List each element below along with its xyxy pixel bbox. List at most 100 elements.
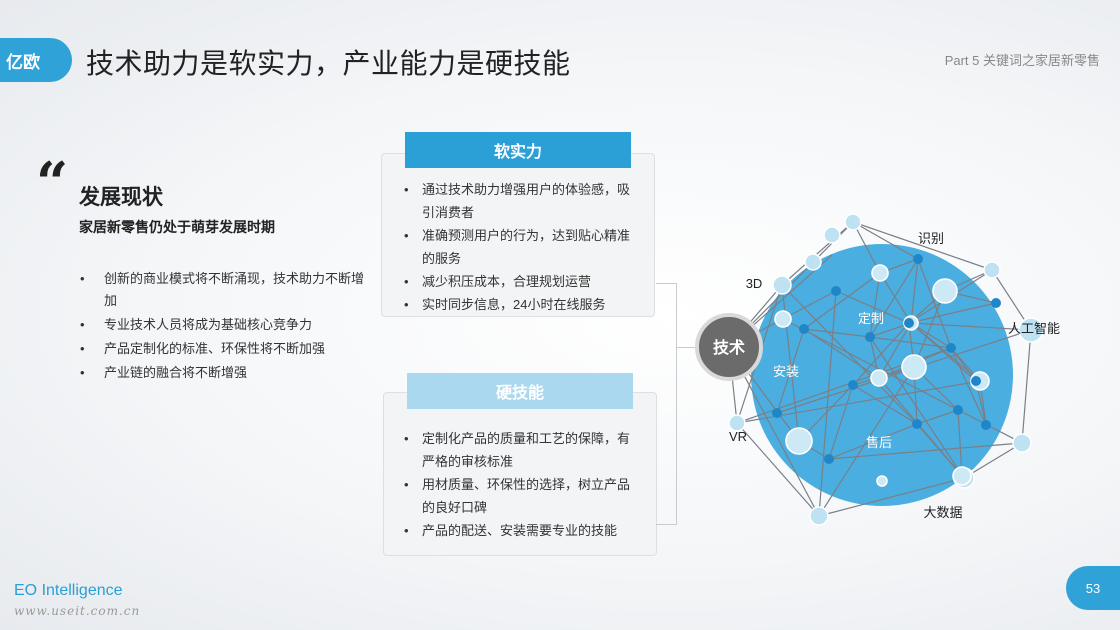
inner-node (774, 310, 792, 328)
network-edge (835, 290, 910, 324)
network-edge (782, 290, 837, 320)
page-title: 技术助力是软实力，产业能力是硬技能 (86, 48, 571, 79)
inner-node (870, 369, 888, 387)
network-edge (869, 336, 965, 479)
outer-node (1012, 433, 1032, 453)
small-node (831, 286, 841, 296)
inner-node (952, 466, 972, 486)
small-node (865, 332, 875, 342)
network-edge (957, 409, 963, 477)
section-label: Part 5 关键词之家居新零售 (944, 53, 1100, 68)
network-edge (852, 221, 919, 260)
small-node (799, 324, 809, 334)
outer-node (983, 261, 1001, 279)
hard-skill-header: 硬技能 (407, 373, 633, 409)
outer-node (823, 226, 841, 244)
list-item: 产品定制化的标准、环保性将不断加强 (78, 338, 368, 360)
network-edge (781, 221, 854, 286)
center-node-label: 技术 (713, 338, 745, 357)
list-item: 通过技术助力增强用户的体验感，吸引消费者 (402, 178, 638, 224)
list-item: 准确预测用户的行为，达到贴心精准的服务 (402, 224, 638, 270)
inner-node (901, 354, 927, 380)
small-node (824, 454, 834, 464)
network-edge (736, 422, 820, 517)
list-item: 减少积压成本，合理规划运营 (402, 270, 638, 293)
network-edge (910, 258, 919, 324)
footer-watermark: www.useit.com.cn (14, 604, 141, 618)
list-item: 定制化产品的质量和工艺的保障，有严格的审核标准 (402, 427, 642, 473)
label-after-sales: 售后 (866, 435, 892, 450)
network-edge (950, 347, 977, 382)
connector-bracket (656, 283, 677, 525)
soft-power-card: 通过技术助力增强用户的体验感，吸引消费者 准确预测用户的行为，达到贴心精准的服务… (381, 153, 655, 317)
small-node (953, 405, 963, 415)
network-edge (869, 336, 952, 349)
network-edge (776, 328, 805, 414)
network-edge (908, 302, 997, 324)
label-recognition: 识别 (918, 231, 944, 246)
label-customization: 定制 (858, 311, 884, 326)
list-item: 专业技术人员将成为基础核心竞争力 (78, 314, 368, 336)
network-edge (852, 384, 918, 425)
network-edge (803, 272, 881, 330)
small-node (946, 343, 956, 353)
outer-node (1018, 317, 1044, 343)
quote-mark: “ (36, 150, 69, 216)
logo-text: 亿欧 (6, 52, 40, 72)
network-edge (818, 366, 915, 517)
network-edge (781, 284, 918, 425)
network-edge (869, 272, 881, 338)
status-subheading: 家居新零售仍处于萌芽发展时期 (79, 219, 275, 235)
network-edge (852, 221, 993, 271)
network-edge (917, 258, 952, 349)
network-edge (950, 347, 987, 426)
network-edge (869, 258, 919, 338)
inner-node (876, 475, 888, 487)
network-edge (910, 322, 977, 382)
network-edge (803, 328, 871, 338)
network-edge (878, 377, 965, 479)
network-nodes (728, 213, 1044, 526)
outer-node (804, 253, 822, 271)
hard-skill-card: 定制化产品的质量和工艺的保障，有严格的审核标准 用材质量、环保性的选择，树立产品… (383, 392, 657, 556)
network-edge (828, 423, 918, 460)
inner-node (785, 427, 813, 455)
status-heading: 发展现状 (79, 186, 163, 209)
network-edge (852, 221, 881, 274)
network-edge (878, 322, 912, 379)
network-edge (828, 384, 854, 460)
list-item: 产品的配送、安装需要专业的技能 (402, 519, 642, 542)
small-node (991, 298, 1001, 308)
footer-brand: EO Intelligence (14, 582, 123, 599)
label-3d: 3D (746, 276, 763, 291)
network-edge (818, 477, 965, 517)
page-number: 53 (1066, 566, 1120, 610)
list-item: 用材质量、环保性的选择，树立产品的良好口碑 (402, 473, 642, 519)
network-edge (1021, 329, 1032, 444)
outer-node (772, 275, 792, 295)
center-node (695, 313, 763, 381)
soft-power-header: 软实力 (405, 132, 631, 168)
label-ai: 人工智能 (1008, 321, 1060, 336)
outer-node (844, 213, 862, 231)
logo-badge: 亿欧 (0, 38, 72, 82)
network-edge (828, 442, 1023, 460)
inner-node (932, 278, 958, 304)
small-node (904, 318, 914, 328)
inner-node (871, 264, 889, 282)
small-node (912, 419, 922, 429)
label-vr: VR (729, 429, 747, 444)
network-edge (910, 322, 1032, 331)
network-edge (818, 290, 837, 517)
network-edge (910, 322, 952, 349)
network-edge (963, 442, 1023, 479)
small-node (971, 376, 981, 386)
small-node (772, 408, 782, 418)
small-node (913, 254, 923, 264)
outer-node (728, 414, 746, 432)
outer-node (809, 506, 829, 526)
list-item: 产业链的融合将不断增强 (78, 362, 368, 384)
label-installation: 安装 (773, 364, 799, 379)
label-big-data: 大数据 (923, 505, 962, 520)
